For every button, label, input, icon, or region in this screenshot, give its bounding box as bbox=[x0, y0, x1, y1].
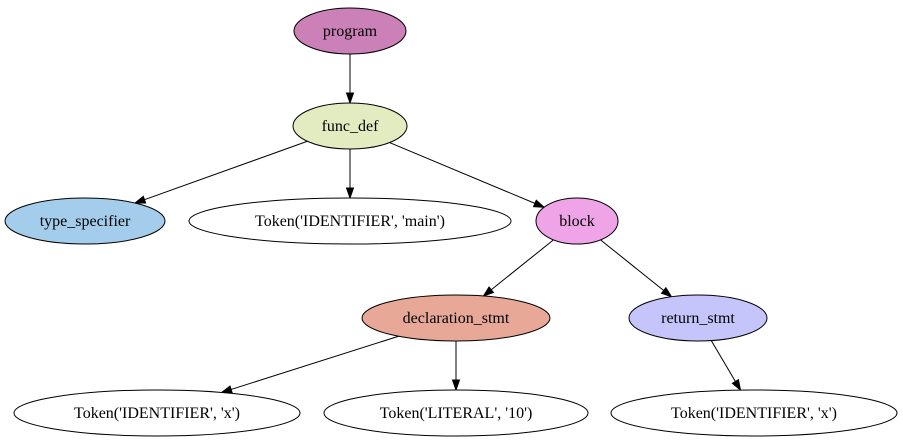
node-label-token-literal-10: Token('LITERAL', '10') bbox=[380, 405, 533, 422]
edge-return_stmt-to-tok_x2 bbox=[710, 340, 742, 392]
node-block: block bbox=[535, 197, 619, 245]
node-label-type-specifier: type_specifier bbox=[40, 213, 131, 230]
node-label-func-def: func_def bbox=[322, 118, 380, 135]
edge-func_def-to-block bbox=[389, 142, 546, 208]
node-return-stmt: return_stmt bbox=[628, 294, 768, 342]
edge-block-to-return_stmt bbox=[600, 239, 673, 298]
edge-declaration_stmt-to-tok_10 bbox=[451, 341, 461, 392]
node-program: program bbox=[293, 7, 407, 55]
node-label-token-x-return: Token('IDENTIFIER', 'x') bbox=[671, 405, 837, 422]
node-label-return-stmt: return_stmt bbox=[661, 310, 735, 327]
edge-program-to-func_def bbox=[345, 54, 355, 105]
node-type-specifier: type_specifier bbox=[4, 197, 166, 245]
node-func-def: func_def bbox=[292, 102, 408, 150]
node-declaration-stmt: declaration_stmt bbox=[361, 294, 551, 342]
nodes-layer: program func_def type_specifier Token('I… bbox=[4, 7, 898, 437]
node-token-x-return: Token('IDENTIFIER', 'x') bbox=[610, 389, 898, 437]
node-token-main: Token('IDENTIFIER', 'main') bbox=[188, 197, 512, 245]
node-label-declaration-stmt: declaration_stmt bbox=[403, 310, 510, 327]
edges-layer bbox=[133, 54, 742, 394]
edge-declaration_stmt-to-tok_x1 bbox=[220, 335, 399, 394]
node-token-x-declaration: Token('IDENTIFIER', 'x') bbox=[13, 389, 301, 437]
node-label-token-x-declaration: Token('IDENTIFIER', 'x') bbox=[74, 405, 240, 422]
node-label-token-main: Token('IDENTIFIER', 'main') bbox=[255, 213, 445, 230]
edge-func_def-to-type_specifier bbox=[133, 140, 308, 204]
edge-block-to-declaration_stmt bbox=[482, 239, 554, 297]
node-token-literal-10: Token('LITERAL', '10') bbox=[323, 389, 589, 437]
edge-func_def-to-tok_main bbox=[345, 149, 355, 200]
node-label-block: block bbox=[559, 213, 595, 230]
node-label-program: program bbox=[323, 23, 378, 40]
